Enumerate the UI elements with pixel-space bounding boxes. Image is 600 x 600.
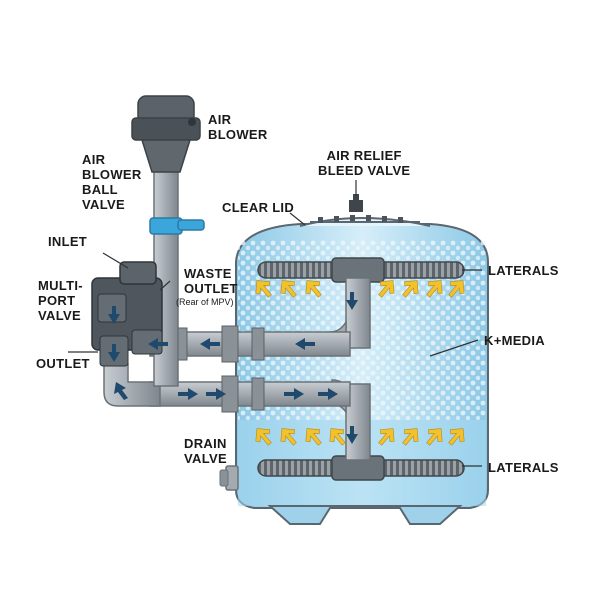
air-blower-ball-valve [149,217,205,235]
upper-return-pipe [149,325,351,363]
air-arrows-top [255,280,465,298]
label-air-blower: AIR BLOWER [208,112,268,142]
label-inlet: INLET [48,234,88,249]
air-arrows [255,280,465,446]
label-air-blower-ball-valve: AIR BLOWER BALL VALVE [82,152,142,212]
label-clear-lid: CLEAR LID [222,200,295,215]
clear-lid [299,215,431,227]
label-outlet: OUTLET [36,356,90,371]
label-k-media: K+MEDIA [484,333,545,348]
label-multi-port-valve: MULTI- PORT VALVE [38,278,83,323]
label-air-relief-bleed-valve: AIR RELIEF BLEED VALVE [318,148,411,178]
label-laterals-top: LATERALS [488,263,559,278]
air-blower [131,95,201,173]
flow-arrows [108,292,358,444]
outlet-elbow-pipe [103,363,161,407]
drain-valve [219,465,239,491]
air-relief-bleed-valve [349,194,363,212]
label-drain-valve: DRAIN VALVE [184,436,227,466]
air-arrows-bottom [255,428,465,446]
label-waste-outlet-note: (Rear of MPV) [176,297,234,307]
top-laterals [257,257,465,283]
label-laterals-bottom: LATERALS [488,460,559,475]
label-waste-outlet: WASTE OUTLET [184,266,238,296]
leader-lines [68,180,482,467]
multiport-valve [91,261,163,367]
